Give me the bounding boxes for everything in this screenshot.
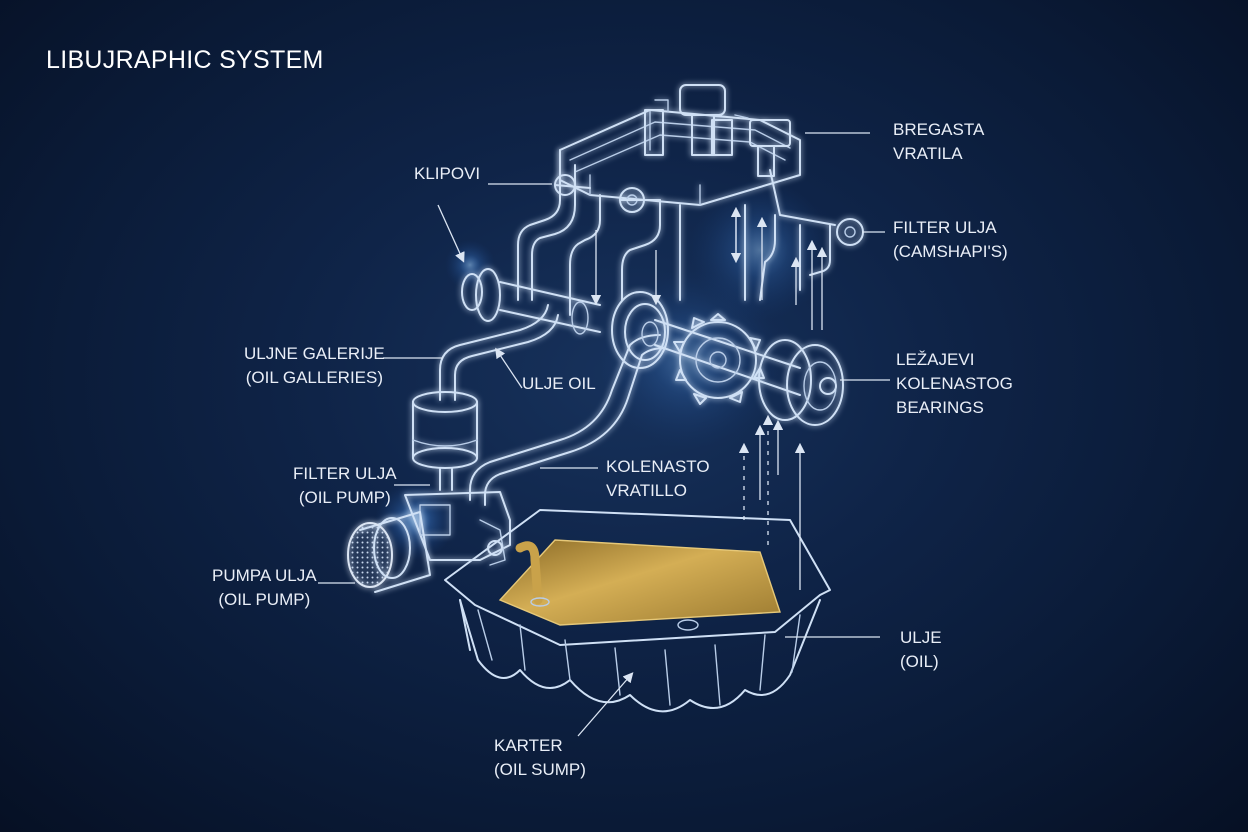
label-karter: KARTER(OIL SUMP) (494, 734, 586, 782)
oil-sump (445, 510, 830, 711)
label-ulje: ULJE(OIL) (900, 626, 942, 674)
pump-mesh-intake (348, 523, 392, 587)
label-uljne-galerije: ULJNE GALERIJE(OIL GALLERIES) (244, 342, 385, 390)
label-ulje-oil: ULJE OIL (522, 372, 596, 396)
label-filter-oil-pump: FILTER ULJA(OIL PUMP) (293, 462, 397, 510)
glow-spot-left (445, 240, 495, 290)
label-klipovi: KLIPOVI (414, 162, 480, 186)
oil-filter-canister (413, 392, 477, 490)
label-pumpa-ulja: PUMPA ULJA(OIL PUMP) (212, 564, 317, 612)
label-filter-camshafts: FILTER ULJA(CAMSHAPI'S) (893, 216, 1008, 264)
oil-surface (500, 540, 780, 625)
diagram-title: LIBUJRAPHIC SYSTEM (46, 46, 324, 75)
